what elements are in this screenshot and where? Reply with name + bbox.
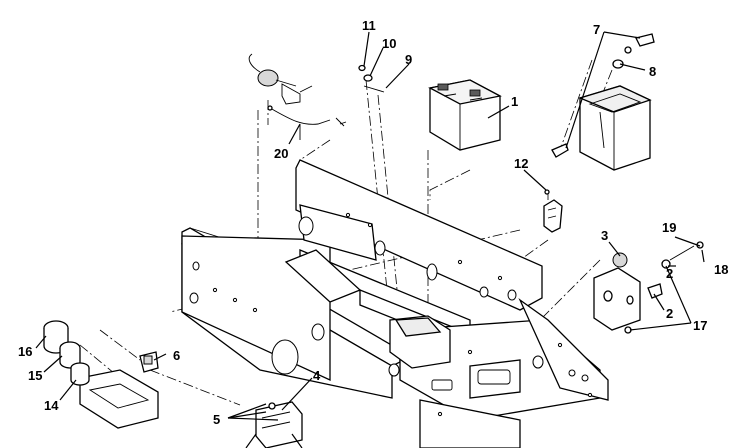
callout-17: 17: [693, 318, 707, 333]
callout-15: 15: [28, 368, 42, 383]
switch-assembly: [255, 401, 303, 448]
gauge-cluster: [43, 320, 159, 429]
callout-3: 3: [601, 228, 608, 243]
main-frame: [181, 159, 609, 448]
callout-2-lower: 2: [666, 306, 673, 321]
callout-6: 6: [173, 348, 180, 363]
callout-2-upper: 2: [666, 266, 673, 281]
callout-19: 19: [662, 220, 676, 235]
battery-box: [551, 33, 655, 171]
battery: [428, 79, 502, 151]
callout-numbers: 1 2 2 3 4 5 6 7 8 9 10 11 12 14 15 16 17…: [18, 18, 728, 427]
battery-hold-down: [358, 64, 385, 93]
callout-18: 18: [714, 262, 728, 277]
callout-5: 5: [213, 412, 220, 427]
leader-lines: [35, 31, 705, 448]
callout-12: 12: [514, 156, 528, 171]
wire-harness: [248, 53, 347, 140]
bracket-17: [593, 241, 704, 334]
callout-1: 1: [511, 94, 518, 109]
callout-9: 9: [405, 52, 412, 67]
callout-16: 16: [18, 344, 32, 359]
callout-4: 4: [313, 368, 321, 383]
callout-7: 7: [593, 22, 600, 37]
callout-14: 14: [44, 398, 59, 413]
callout-11: 11: [362, 18, 376, 33]
callout-8: 8: [649, 64, 656, 79]
bracket-12: [543, 189, 563, 233]
callout-10: 10: [382, 36, 396, 51]
callout-20: 20: [274, 146, 288, 161]
